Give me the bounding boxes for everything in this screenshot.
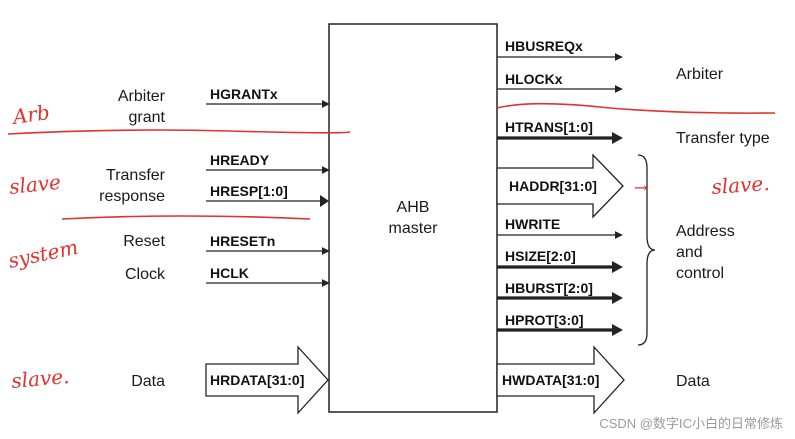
arrow-hwdata (496, 345, 625, 415)
signal-hsize: HSIZE[2:0] (505, 248, 576, 264)
arrow-hrdata (205, 345, 329, 415)
arrow-htrans-head (612, 132, 623, 144)
arrow-haddr (496, 153, 624, 219)
signal-hready: HREADY (210, 152, 270, 168)
handwritten-slave-2: slave. (10, 364, 70, 393)
handwritten-arrow-mark: → (634, 178, 647, 197)
signal-hrdata: HRDATA[31:0] (210, 372, 304, 388)
address-control-label-3: control (676, 265, 724, 282)
ahb-master-block (328, 23, 498, 413)
reset-label: Reset (123, 233, 165, 250)
red-line-arbiter (7, 129, 351, 135)
data-out-label: Data (676, 373, 710, 390)
transfer-response-label-1: Transfer (106, 167, 166, 184)
arbiter-grant-label-2: grant (129, 109, 166, 126)
address-control-label-2: and (676, 244, 703, 261)
arbiter-label: Arbiter (676, 66, 724, 83)
watermark: CSDN @数字IC小白的日常修炼 (599, 416, 783, 431)
red-line-response (61, 215, 311, 220)
data-in-label: Data (131, 373, 165, 390)
transfer-response-label-2: response (99, 188, 165, 205)
arbiter-grant-label-1: Arbiter (118, 88, 166, 105)
red-line-right (496, 102, 776, 114)
handwritten-arb: Arb (9, 100, 51, 129)
arrow-hresp-head (320, 195, 329, 207)
block-title-line2: master (389, 220, 439, 237)
handwritten-system: system (6, 235, 80, 273)
signal-hclk: HCLK (210, 265, 249, 281)
handwritten-slave-3: slave. (711, 171, 771, 199)
address-control-brace (637, 154, 656, 346)
arrow-hburst-head (612, 292, 623, 304)
signal-hresetn: HRESETn (210, 233, 275, 249)
signal-hbusreqx: HBUSREQx (505, 38, 583, 54)
signal-haddr: HADDR[31:0] (509, 178, 597, 194)
signal-htrans: HTRANS[1:0] (505, 119, 593, 135)
signal-hlockx: HLOCKx (505, 71, 563, 87)
signal-hresp: HRESP[1:0] (210, 183, 288, 199)
signal-hburst: HBURST[2:0] (505, 280, 593, 296)
clock-label: Clock (125, 266, 166, 283)
arrow-hsize-head (612, 261, 623, 273)
handwritten-slave-1: slave (8, 170, 62, 199)
signal-hwdata: HWDATA[31:0] (502, 372, 599, 388)
signal-hgrantx: HGRANTx (210, 86, 278, 102)
transfer-type-label: Transfer type (676, 130, 770, 147)
block-title-line1: AHB (397, 199, 430, 216)
arrow-hprot-head (612, 324, 623, 336)
signal-hprot: HPROT[3:0] (505, 312, 584, 328)
address-control-label-1: Address (676, 223, 735, 240)
signal-hwrite: HWRITE (505, 216, 560, 232)
